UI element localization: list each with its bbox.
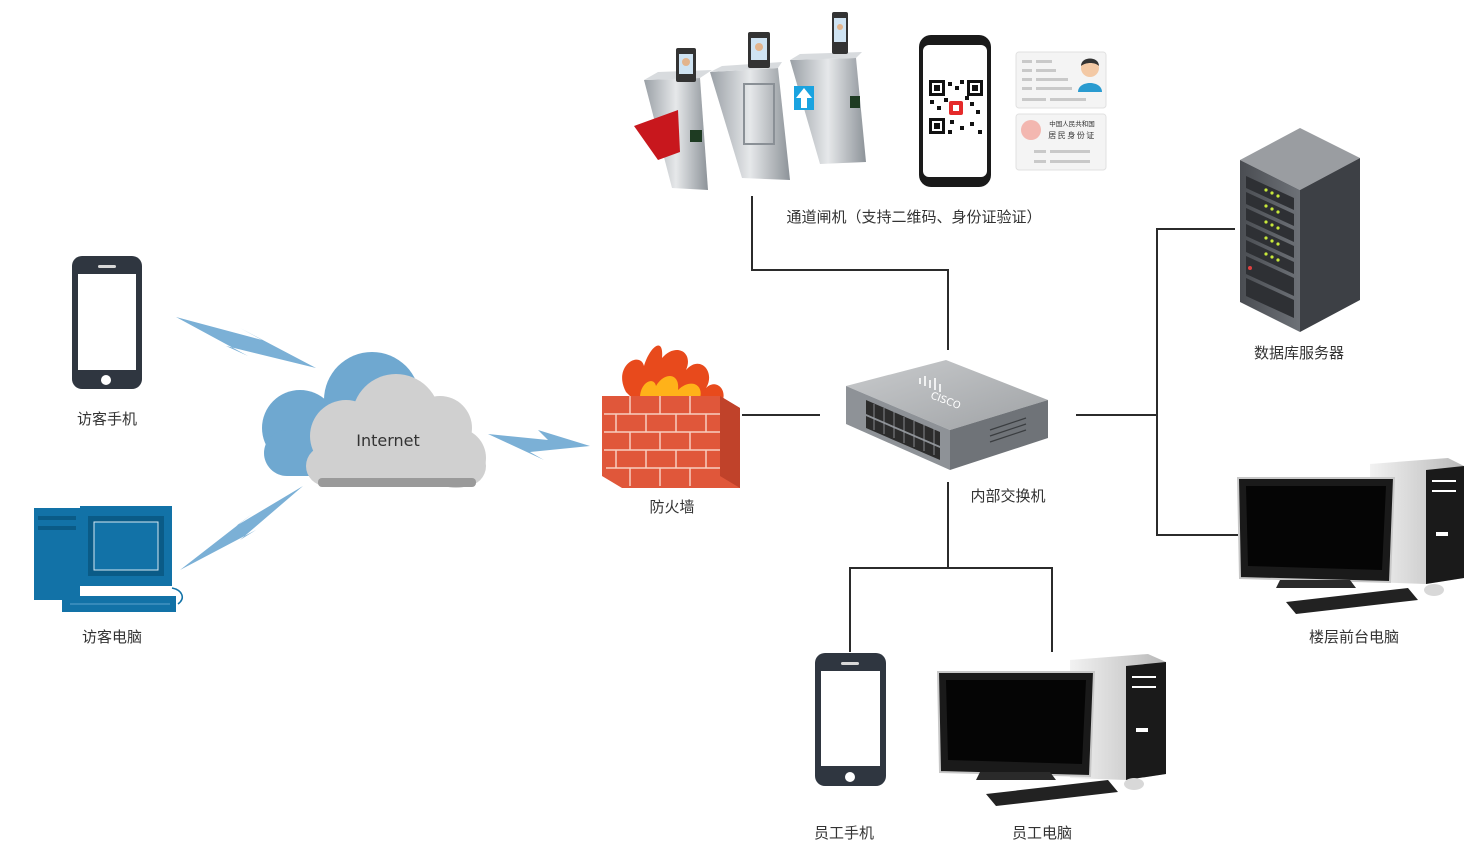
- visitor-phone-icon: [72, 256, 142, 389]
- gate-label: 通道闸机（支持二维码、身份证验证）: [786, 208, 1041, 226]
- internet-cloud-icon: [262, 352, 486, 488]
- floor-pc-label: 楼层前台电脑: [1309, 628, 1399, 646]
- staff-phone-icon: [815, 653, 886, 786]
- id-card-title-line2: 居民身份证: [1048, 130, 1096, 140]
- visitor-phone-label: 访客手机: [77, 410, 137, 428]
- turnstile-gate-icon: [634, 12, 866, 190]
- lightning-icon: [180, 486, 303, 570]
- qr-code-phone-icon: [919, 35, 991, 187]
- firewall-icon: [602, 345, 740, 488]
- database-server-icon: [1240, 128, 1360, 332]
- internet-label: Internet: [356, 431, 420, 450]
- staff-pc-label: 员工电脑: [1012, 824, 1072, 842]
- lightning-icon: [488, 430, 590, 460]
- wireless-links: [176, 317, 590, 570]
- line-staff-bus: [849, 567, 1053, 652]
- db-server-label: 数据库服务器: [1254, 344, 1344, 362]
- visitor-pc-icon: [34, 506, 183, 612]
- switch-icon: CISCO: [846, 360, 1048, 470]
- visitor-pc-label: 访客电脑: [82, 628, 142, 646]
- floor-desk-pc-icon: [1236, 458, 1464, 614]
- connection-lines: [742, 196, 1238, 652]
- line-gate-switch: [751, 196, 949, 350]
- staff-phone-label: 员工手机: [814, 824, 874, 842]
- id-card-title-line1: 中国人民共和国: [1049, 119, 1095, 128]
- switch-label: 内部交换机: [970, 487, 1045, 505]
- id-card-icon: 中国人民共和国 居民身份证: [1015, 51, 1107, 171]
- line-bus-right: [1156, 228, 1238, 536]
- firewall-label: 防火墙: [649, 498, 694, 516]
- staff-pc-icon: [936, 654, 1166, 806]
- lightning-icon: [176, 317, 316, 368]
